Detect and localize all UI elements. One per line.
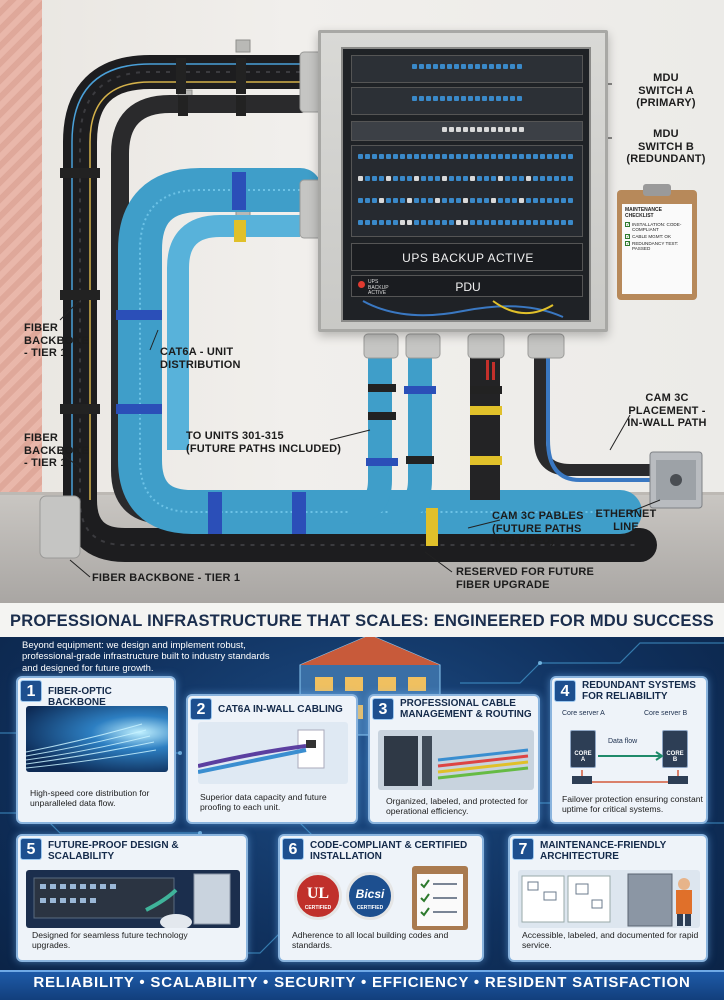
card-cable-management [368, 694, 540, 824]
card-title-4: REDUNDANT SYSTEMS FOR RELIABILITY [582, 680, 696, 702]
checklist-item: ✓REDUNDANCY TEST: PASSED [625, 241, 689, 251]
callout-mdu-switch-a: MDU SWITCH A (PRIMARY) [636, 72, 696, 110]
bicsi-badge-sub: CERTIFIED [356, 905, 384, 911]
switch-unit [351, 121, 583, 141]
card-desc-7: Accessible, labeled, and documented for … [522, 930, 699, 951]
checkbox-icon: ✓ [625, 234, 631, 241]
card-desc-4: Failover protection ensuring constant up… [562, 794, 703, 815]
card-desc-5: Designed for seamless future technology … [32, 930, 188, 951]
card-number-2: 2 [190, 698, 212, 720]
checklist-icon [417, 874, 463, 926]
core-b-server-icon: CORE B [662, 730, 688, 768]
core-server-b-label: Core server B [644, 710, 688, 717]
callout-mdu-switch-b: MDU SWITCH B (REDUNDANT) [626, 128, 706, 166]
bicsi-badge-text: Bicsi [355, 887, 385, 901]
callout-fiber-backbone-tier1-lower: FIBER BACKBONE - TIER 1 [24, 432, 90, 470]
clipboard-icon [412, 866, 468, 930]
checklist-item: ✓INSTALLATION: CODE-COMPLIANT [625, 222, 689, 232]
server-room-illustration [378, 730, 534, 790]
card-cat6a-cabling [186, 694, 358, 824]
ul-certified-badge: UL CERTIFIED [294, 872, 342, 920]
ups-label: UPS BACKUP ACTIVE [402, 251, 534, 265]
checkbox-icon: ✓ [625, 241, 631, 248]
card-desc-1: High-speed core distribution for unparal… [30, 788, 150, 809]
callout-ethernet-line: ETHERNET LINE [595, 508, 657, 533]
core-a-server-icon: CORE A [570, 730, 596, 768]
card-title-6: CODE-COMPLIANT & CERTIFIED INSTALLATION [310, 840, 468, 862]
checklist-paper: MAINTENANCE CHECKLIST ✓INSTALLATION: COD… [622, 204, 692, 294]
fiber-optic-illustration [26, 706, 168, 772]
network-cabinet: UPS BACKUP ACTIVE UPS BACKUP ACTIVE PDU [318, 30, 608, 332]
tagline-banner [0, 970, 724, 1000]
ups-indicator-light [358, 281, 365, 288]
maintenance-clipboard: MAINTENANCE CHECKLIST ✓INSTALLATION: COD… [617, 184, 697, 300]
ups-small-label: UPS BACKUP ACTIVE [368, 279, 389, 296]
tagline-text: RELIABILITY • SCALABILITY • SECURITY • E… [33, 974, 691, 991]
core-b-label: CORE B [666, 750, 684, 764]
checklist-item-text: INSTALLATION: CODE-COMPLIANT [632, 222, 682, 233]
card-title-2: CAT6A IN-WALL CABLING [218, 704, 343, 715]
checklist-title: MAINTENANCE CHECKLIST [625, 207, 662, 219]
clipboard-clip [643, 184, 671, 196]
server-rack: UPS BACKUP ACTIVE UPS BACKUP ACTIVE PDU [341, 47, 591, 322]
card-redundant-systems: Core server A Core server B CORE A CORE … [550, 676, 708, 824]
card-desc-6: Adherence to all local building codes an… [292, 930, 449, 951]
ul-badge-sub: CERTIFIED [304, 905, 332, 911]
installation-photo: UPS BACKUP ACTIVE UPS BACKUP ACTIVE PDU … [0, 0, 724, 603]
callout-fiber-backbone-tier1: FIBER BACKBONE - TIER 1 [24, 322, 90, 360]
callout-units-301-315: TO UNITS 301-315 (FUTURE PATHS INCLUDED) [186, 430, 342, 455]
card-title-7: MAINTENANCE-FRIENDLY ARCHITECTURE [540, 840, 667, 862]
card-number-7: 7 [512, 838, 534, 860]
robot-hand-patch-icon [33, 873, 231, 928]
headline-band [0, 603, 724, 637]
card-number-4: 4 [554, 680, 576, 702]
technician-panel-icon [521, 873, 692, 927]
callout-reserved-fiber: RESERVED FOR FUTURE FIBER UPGRADE [456, 566, 595, 591]
card-desc-3: Organized, labeled, and protected for op… [386, 796, 528, 817]
callout-cat6a-unit-distribution: CAT6A - UNIT DISTRIBUTION [160, 346, 241, 371]
patch-panels [351, 145, 583, 237]
cat6a-cables-icon [198, 729, 325, 774]
fiber-strands [26, 723, 157, 769]
card-title-5: FUTURE-PROOF DESIGN & SCALABILITY [48, 840, 179, 862]
card-title-1: FIBER-OPTIC BACKBONE [48, 686, 112, 708]
technician-illustration [518, 870, 700, 928]
checklist-item: ✓CABLE MGMT: OK [625, 234, 689, 241]
core-a-label: CORE A [574, 750, 592, 764]
card-desc-2: Superior data capacity and future proofi… [200, 792, 327, 813]
bicsi-certified-badge: Bicsi CERTIFIED [346, 872, 394, 920]
card-future-proof-design [16, 834, 248, 962]
card-number-3: 3 [372, 698, 394, 720]
callout-cam3c-placement: CAM 3C PLACEMENT - IN-WALL PATH [627, 392, 707, 430]
intro-text: Beyond equipment: we design and implemen… [22, 640, 270, 674]
checklist-item-text: CABLE MGMT: OK [632, 234, 672, 240]
core-server-a-label: Core server A [562, 710, 605, 717]
mdu-switch-a-unit [351, 55, 583, 83]
card-fiber-optic-backbone [16, 676, 176, 824]
callout-fiber-backbone-bottom: FIBER BACKBONE - TIER 1 [92, 572, 241, 584]
card-number-6: 6 [282, 838, 304, 860]
pdu-unit: UPS BACKUP ACTIVE PDU [351, 275, 583, 297]
card-title-3: PROFESSIONAL CABLE MANAGEMENT & ROUTING [400, 698, 532, 720]
insulation-wall [0, 0, 42, 500]
checkmark-list-icon [420, 879, 457, 917]
card-number-5: 5 [20, 838, 42, 860]
patch-panel-illustration [26, 870, 240, 928]
data-flow-arrows-icon [572, 751, 688, 784]
rack-cables [362, 300, 564, 318]
ul-badge-text: UL [306, 885, 330, 902]
card-number-1: 1 [20, 680, 42, 702]
cable-tray-icon [384, 736, 529, 786]
ups-unit: UPS BACKUP ACTIVE [351, 243, 583, 271]
callout-cam3c-pables: CAM 3C PABLES (FUTURE PATHS INCLUDED) [492, 510, 584, 548]
pdu-label: PDU [455, 280, 481, 294]
card-code-compliant: UL CERTIFIED Bicsi CERTIFIED [278, 834, 484, 962]
checkbox-icon: ✓ [625, 222, 631, 228]
mdu-switch-b-unit [351, 87, 583, 115]
wall-outlet-illustration [198, 722, 348, 784]
data-flow-label: Data flow [608, 738, 638, 745]
card-maintenance-friendly [508, 834, 708, 962]
checklist-item-text: REDUNDANCY TEST: PASSED [632, 241, 679, 252]
page-title: PROFESSIONAL INFRASTRUCTURE THAT SCALES:… [10, 612, 714, 630]
